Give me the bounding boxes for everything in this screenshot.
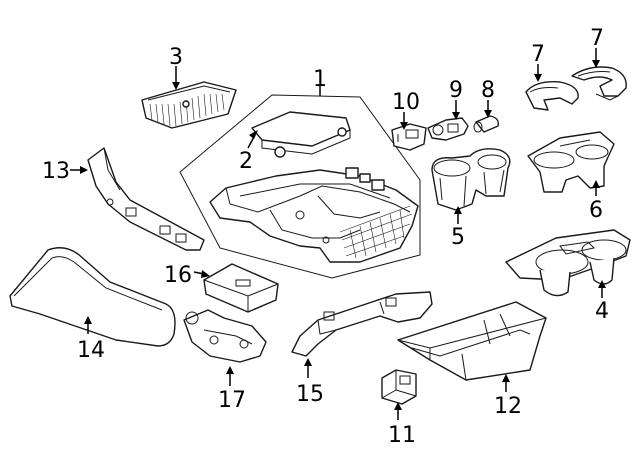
callout-8: 8 [481,78,495,103]
callout-12: 12 [494,394,522,419]
callout-7a: 7 [531,42,545,67]
callout-4: 4 [595,299,609,324]
part-15-long-bracket [291,291,433,357]
callout-5: 5 [451,225,465,250]
leaders [70,48,606,420]
callout-15: 15 [296,382,324,407]
callout-9: 9 [449,78,463,103]
callout-2: 2 [239,149,253,174]
part-6-cupholder [527,131,615,193]
callout-17: 17 [218,388,246,413]
assembly-boundary [179,94,421,279]
callout-13: 13 [42,159,70,184]
callout-labels: 1 2 3 4 5 6 7 7 8 9 10 11 12 13 14 15 16… [42,26,609,448]
part-16-control-module [203,263,279,313]
part-14-armrest-pad [9,247,176,347]
callout-6: 6 [589,198,603,223]
part-2-lid [251,111,351,158]
callout-14: 14 [77,338,105,363]
part-5-cupholder-insert [431,148,511,211]
callout-10: 10 [392,90,420,115]
part-10-switch [391,123,427,151]
part-7-retainer-ring-right [571,66,627,101]
part-13-side-bracket [87,147,205,251]
part-3-storage-tray [141,81,237,129]
callout-11: 11 [388,423,416,448]
callout-3: 3 [169,45,183,70]
part-17-mount-bracket [183,309,267,363]
callout-16: 16 [164,263,192,288]
part-11-module [381,369,417,405]
part-12-storage-box [397,301,547,381]
part-1-console-bin [209,167,419,263]
part-7-retainer-ring-left [525,81,579,111]
part-8-connector [473,115,500,133]
callout-1: 1 [313,67,327,92]
part-9-aux-connector [427,117,469,141]
tray-ribs [149,93,225,127]
bin-grill-hatch [339,205,413,259]
part-1-console-assembly-outline [179,94,421,279]
part-4-cupholder-trim [505,229,631,297]
callout-7b: 7 [590,26,604,51]
